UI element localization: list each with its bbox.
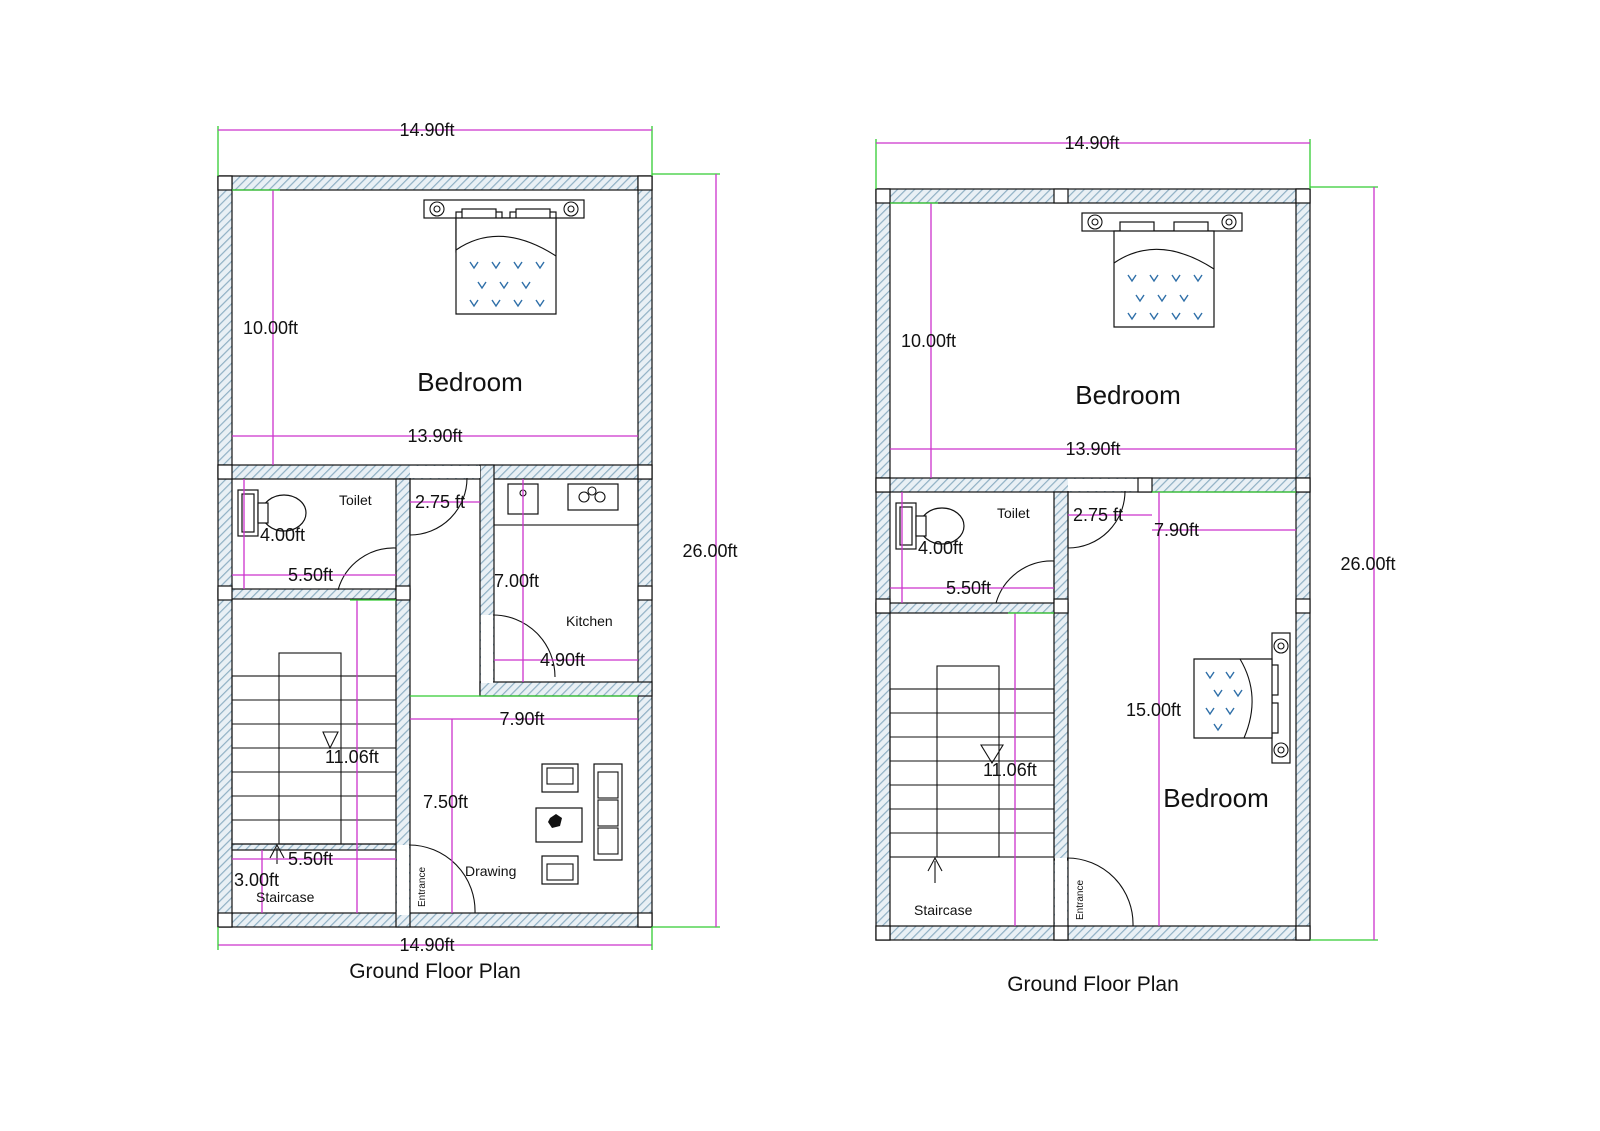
right-toilet-door	[995, 560, 1055, 604]
left-staircase-label: Staircase	[256, 889, 315, 905]
right-passage-door	[1067, 490, 1126, 549]
left-staircase	[231, 652, 397, 864]
left-kitchen-height-label: 7.00ft	[494, 571, 539, 591]
right-top-width-label: 14.90ft	[1064, 133, 1119, 153]
left-dimensions	[217, 126, 720, 950]
left-right-wall	[637, 175, 653, 928]
right-toilet-label: Toilet	[997, 505, 1030, 521]
left-total-height-label: 26.00ft	[682, 541, 737, 561]
kitchen-door	[492, 614, 556, 678]
left-drawing-furniture	[535, 763, 623, 885]
right-top-bedroom-label: Bedroom	[1075, 380, 1181, 410]
right-plan-title: Ground Floor Plan	[1007, 973, 1179, 996]
right-floor-plan: 14.90ft 26.00ft 10.00ft Bedroom 13.90ft …	[875, 133, 1396, 996]
left-bottom-wall	[217, 912, 653, 928]
right-passage-width-label: 2.75 ft	[1073, 505, 1123, 525]
left-floor-plan: 14.90ft 26.00ft 14.90ft 10.00ft Bedroom …	[217, 120, 738, 983]
right-right-wall	[1295, 188, 1311, 941]
right-toilet-width-label: 5.50ft	[946, 578, 991, 598]
left-toilet-bottom-wall	[217, 588, 411, 600]
right-bedroom-width-label: 13.90ft	[1065, 439, 1120, 459]
left-bedroom-width-label: 13.90ft	[407, 426, 462, 446]
toilet-door	[337, 547, 397, 591]
left-toilet-label: Toilet	[339, 492, 372, 508]
right-total-height-label: 26.00ft	[1340, 554, 1395, 574]
left-kitchen-bottom-wall	[479, 681, 653, 697]
right-bedroom-height-label: 10.00ft	[901, 331, 956, 351]
right-entrance-door	[1066, 857, 1134, 927]
left-kitchen-counter	[493, 478, 639, 526]
passage-door	[409, 477, 468, 536]
right-left-wall	[875, 188, 891, 941]
right-dimensions	[875, 139, 1378, 941]
right-entrance-label: Entrance	[1075, 880, 1086, 920]
right-side-bedroom-bed	[1193, 632, 1291, 764]
right-toilet-bottom-wall	[875, 602, 1069, 614]
left-top-width-label: 14.90ft	[399, 120, 454, 140]
right-stair-height-label: 11.06ft	[983, 760, 1037, 780]
left-landing-width-label: 5.50ft	[288, 849, 333, 869]
right-toilet-fixtures	[895, 502, 965, 550]
left-toilet-height-label: 4.00ft	[260, 525, 305, 545]
left-bedroom-label: Bedroom	[417, 367, 523, 397]
left-passage-width-label: 2.75 ft	[415, 492, 465, 512]
right-bedroom-right-width-label: 7.90ft	[1154, 520, 1199, 540]
entrance-door	[408, 844, 476, 914]
left-kitchen-width-label: 4.90ft	[540, 650, 585, 670]
left-bedroom-bed	[423, 199, 585, 315]
right-bottom-wall	[875, 925, 1311, 941]
left-drawing-width-label: 7.90ft	[499, 709, 544, 729]
right-top-bedroom-bed	[1081, 212, 1243, 328]
right-staircase-label: Staircase	[914, 902, 973, 918]
right-bedroom-right-height-label: 15.00ft	[1126, 700, 1181, 720]
left-bottom-width-label: 14.90ft	[399, 935, 454, 955]
left-top-wall	[217, 175, 653, 191]
left-plan-title: Ground Floor Plan	[349, 960, 521, 983]
right-staircase	[889, 665, 1055, 883]
left-toilet-width-label: 5.50ft	[288, 565, 333, 585]
left-drawing-label: Drawing	[465, 863, 516, 879]
left-kitchen-label: Kitchen	[566, 613, 613, 629]
left-left-wall	[217, 175, 233, 928]
left-entrance-label: Entrance	[417, 867, 428, 907]
left-bedroom-height-label: 10.00ft	[243, 318, 298, 338]
left-drawing-height-label: 7.50ft	[423, 792, 468, 812]
right-top-wall	[875, 188, 1311, 204]
right-toilet-height-label: 4.00ft	[918, 538, 963, 558]
left-landing-height-label: 3.00ft	[234, 870, 279, 890]
right-side-bedroom-label: Bedroom	[1163, 783, 1269, 813]
left-toilet-fixtures	[237, 489, 307, 537]
left-stair-height-label: 11.06ft	[325, 747, 379, 767]
